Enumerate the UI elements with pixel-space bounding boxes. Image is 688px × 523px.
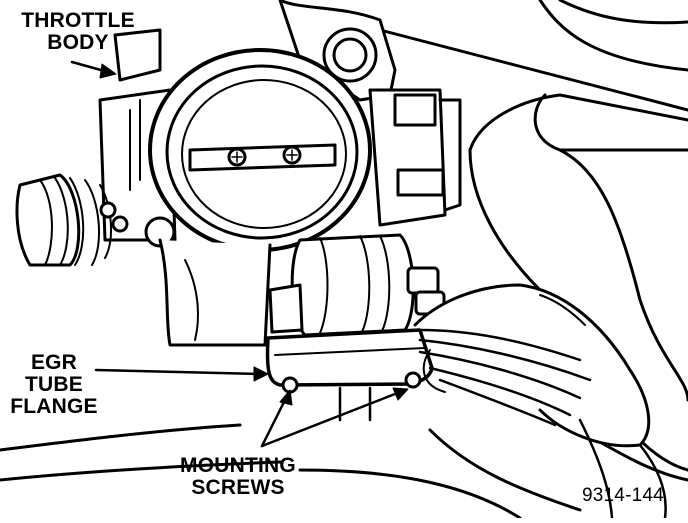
throttle-body-label-line-1: THROTTLE [21,9,135,32]
throttle-bore [148,48,372,252]
egr-tube-flange [265,328,434,422]
throttle-body-label-line-2: BODY [47,31,109,54]
air-intake-boot [15,173,176,267]
mounting-screws-label: MOUNTING SCREWS [168,455,308,499]
throttle-body-base [158,238,272,347]
egr-tube-flange-label: EGR TUBE FLANGE [4,352,104,418]
egr-label-line-1: EGR [30,351,78,374]
egr-label-line-2: TUBE [25,373,83,396]
egr-label-line-3: FLANGE [10,395,98,418]
technician-hand [413,283,667,520]
screws-label-line-1: MOUNTING [180,454,296,477]
egr-valve-body [268,233,446,337]
leader-lines [70,60,409,448]
screws-label-line-2: SCREWS [191,476,285,499]
figure-number: 9314-144 [582,485,664,506]
throttle-body-label: THROTTLE BODY [8,10,148,54]
